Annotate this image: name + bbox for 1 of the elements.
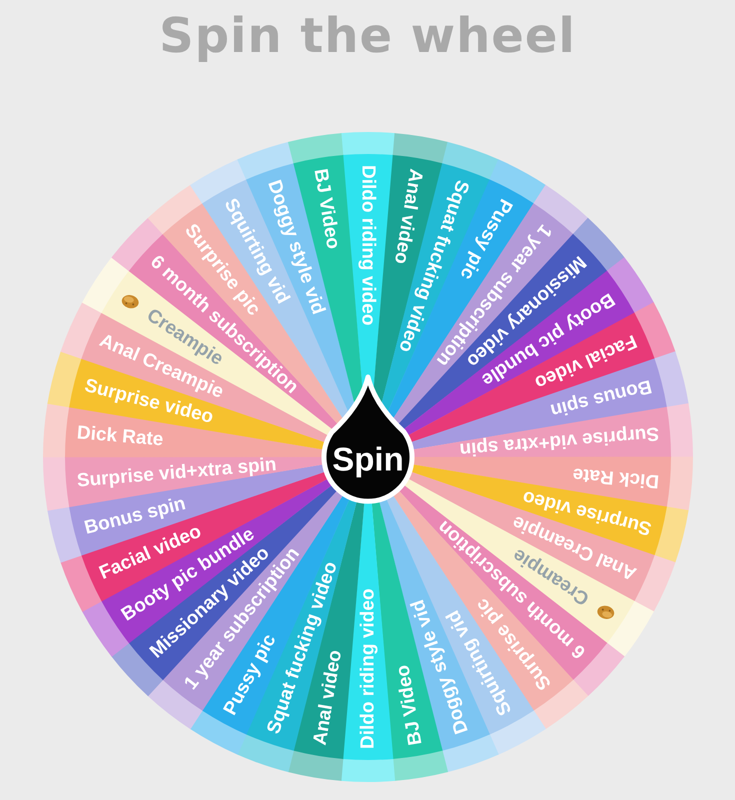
title: Spin the wheel	[159, 8, 576, 64]
